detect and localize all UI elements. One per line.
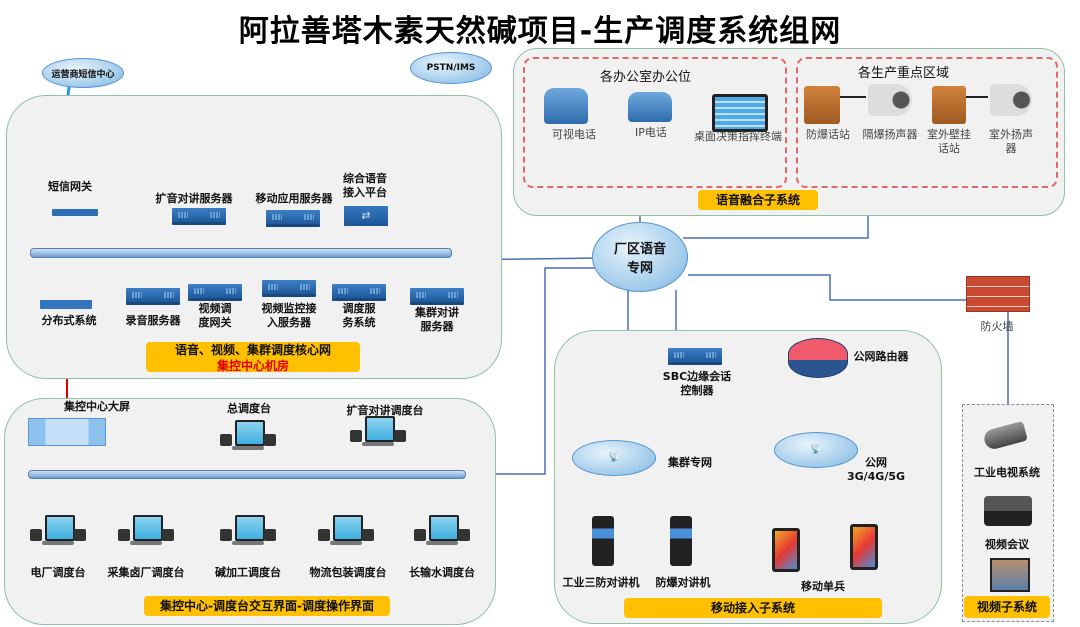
sms-gateway-device	[52, 209, 98, 216]
dispatch-console-badge: 集控中心-调度台交互界面-调度操作界面	[144, 596, 390, 616]
diagram-title: 阿拉善塔木素天然碱项目-生产调度系统组网	[238, 14, 842, 49]
video-monitor-server-icon	[262, 280, 316, 294]
logistics-console-label: 物流包装调度台	[309, 566, 387, 579]
mobile-soldier-label: 移动单兵	[801, 580, 845, 593]
big-screen-icon	[28, 418, 106, 446]
production-group-box	[796, 57, 1058, 188]
ptt-pa-server-icon	[172, 208, 226, 222]
explosion-proof-station-icon	[804, 86, 840, 124]
outdoor-wall-station-icon	[932, 86, 966, 124]
video-phone-label: 可视电话	[552, 128, 596, 141]
desktop-terminal-label: 桌面决策指挥终端	[694, 130, 782, 143]
explosion-radio-icon	[670, 516, 692, 566]
voice-fusion-panel	[513, 48, 1065, 216]
core-network-panel	[6, 95, 502, 379]
power-plant-console-label: 电厂调度台	[30, 566, 86, 579]
recording-server-label: 录音服务器	[125, 314, 181, 327]
public-net-cloud: 📡	[774, 432, 858, 468]
brine-plant-console-label: 采集卤厂调度台	[107, 566, 185, 579]
dispatch-bus	[28, 470, 466, 479]
video-laptop-icon	[990, 558, 1030, 592]
main-console-label: 总调度台	[227, 402, 271, 415]
explosion-proof-speaker-label: 隔爆扬声器	[862, 128, 918, 141]
core-network-badge: 语音、视频、集群调度核心网 集控中心机房	[146, 342, 360, 373]
sbc-label: SBC边缘会话 控制器	[662, 370, 732, 397]
distributed-system-label: 分布式系统	[41, 314, 97, 327]
mobile-soldier-icon-2	[850, 524, 878, 570]
sbc-icon	[668, 348, 722, 362]
video-dispatch-gateway-label: 视频调 度网关	[198, 302, 232, 329]
big-screen-label: 集控中心大屏	[64, 400, 130, 413]
water-transfer-console-label: 长输水调度台	[409, 566, 475, 579]
voice-access-platform-label: 综合语音 接入平台	[343, 172, 387, 199]
station-speaker-link	[840, 96, 866, 98]
conference-label: 视频会议	[985, 538, 1029, 551]
alkali-processing-console-icon	[220, 515, 276, 551]
video-subsystem-badge: 视频子系统	[964, 596, 1050, 618]
office-group-box	[523, 57, 787, 188]
water-transfer-console-icon	[414, 515, 470, 551]
trunk-ptt-server-icon	[410, 288, 464, 302]
dispatch-service-icon	[332, 284, 386, 298]
public-net-label: 公网 3G/4G/5G	[846, 456, 906, 483]
trunk-net-label: 集群专网	[668, 456, 712, 469]
video-monitor-server-label: 视频监控接 入服务器	[261, 302, 317, 329]
distributed-system-device	[40, 300, 92, 309]
public-router-icon	[788, 338, 848, 378]
desktop-terminal-icon	[712, 94, 768, 132]
power-plant-console-icon	[30, 515, 86, 551]
outdoor-wall-station-label: 室外壁挂 话站	[927, 128, 971, 155]
firewall-icon	[966, 276, 1030, 312]
trunk-ptt-server-label: 集群对讲 服务器	[415, 306, 459, 333]
mobile-soldier-icon-1	[772, 528, 800, 572]
outdoor-speaker-label: 室外扬声 器	[989, 128, 1033, 155]
video-dispatch-gateway-icon	[188, 284, 242, 298]
logistics-console-icon	[318, 515, 374, 551]
sms-gateway-label: 短信网关	[48, 180, 92, 193]
pa-console-icon	[350, 416, 406, 452]
mobile-app-server-label: 移动应用服务器	[255, 192, 333, 205]
production-group-label: 各生产重点区域	[858, 66, 950, 81]
firewall-label: 防火墙	[980, 320, 1014, 333]
outdoor-speaker-icon	[990, 84, 1032, 116]
core-network-bus	[30, 248, 452, 258]
main-console-icon	[220, 420, 276, 456]
plant-voice-net-cloud: 厂区语音 专网	[592, 222, 688, 292]
recording-server-icon	[126, 288, 180, 302]
explosion-radio-label: 防爆对讲机	[655, 576, 711, 589]
explosion-proof-station-label: 防爆话站	[806, 128, 850, 141]
trunk-net-cloud: 📡	[572, 440, 656, 476]
sms-center-cloud: 运营商短信中心	[42, 58, 124, 88]
ip-phone-icon	[628, 92, 672, 122]
mobile-access-panel	[554, 330, 942, 624]
voice-switch-icon: ⇄	[344, 206, 388, 226]
industrial-radio-label: 工业三防对讲机	[562, 576, 640, 589]
mobile-access-badge: 移动接入子系统	[624, 598, 882, 618]
station-speaker-link-2	[966, 96, 988, 98]
industrial-radio-icon	[592, 516, 614, 566]
cctv-label: 工业电视系统	[974, 466, 1040, 479]
explosion-proof-speaker-icon	[868, 84, 912, 116]
video-phone-icon	[544, 88, 588, 124]
public-router-label: 公网路由器	[853, 350, 909, 363]
pstn-cloud: PSTN/IMS	[410, 52, 492, 84]
alkali-processing-console-label: 碱加工调度台	[215, 566, 281, 579]
dispatch-service-label: 调度服 务系统	[342, 302, 376, 329]
office-group-label: 各办公室办公位	[600, 70, 692, 85]
mobile-app-server-icon	[266, 210, 320, 224]
ptt-pa-server-label: 扩音对讲服务器	[155, 192, 233, 205]
brine-plant-console-icon	[118, 515, 174, 551]
voice-fusion-badge: 语音融合子系统	[698, 190, 818, 210]
conference-camera-icon	[984, 496, 1032, 526]
ip-phone-label: IP电话	[635, 126, 667, 139]
pa-console-label: 扩音对讲调度台	[346, 404, 424, 417]
